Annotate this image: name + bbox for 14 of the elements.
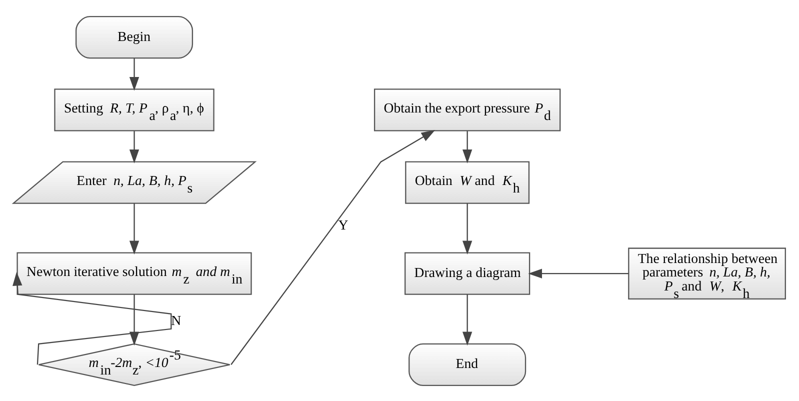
arrow	[230, 129, 436, 364]
node-box: Drawing a diagram	[404, 252, 530, 294]
node-box: End	[408, 342, 526, 386]
arrow	[462, 294, 472, 346]
edge-label: N	[171, 312, 182, 328]
arrow	[129, 202, 140, 254]
edge-label: Y	[338, 216, 348, 232]
arrow	[462, 130, 472, 163]
arrow	[129, 58, 140, 90]
arrow	[129, 130, 140, 163]
arrow	[462, 202, 472, 254]
arrow	[12, 271, 172, 364]
arrow	[528, 268, 629, 278]
node-box: Begin	[76, 16, 194, 58]
